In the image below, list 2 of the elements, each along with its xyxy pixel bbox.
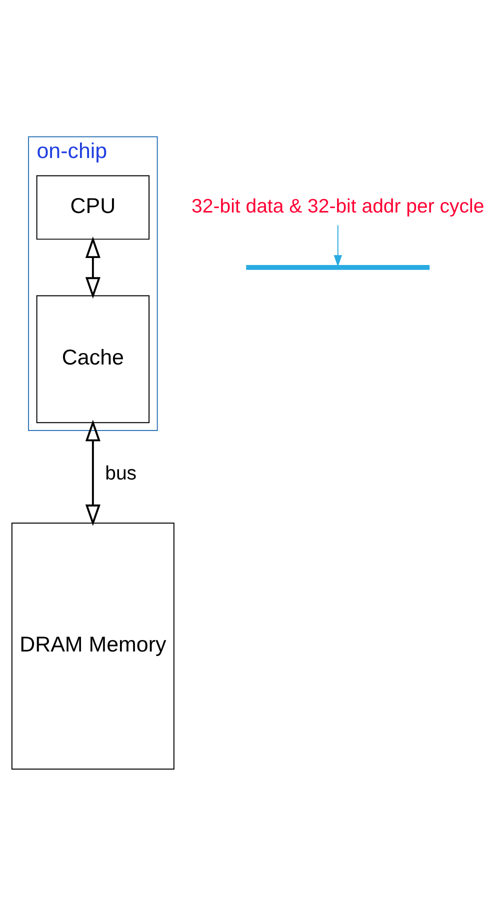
edge-label: bus <box>105 462 137 484</box>
node-text: 32-bit data & 32-bit addr per cycle <box>192 194 484 217</box>
